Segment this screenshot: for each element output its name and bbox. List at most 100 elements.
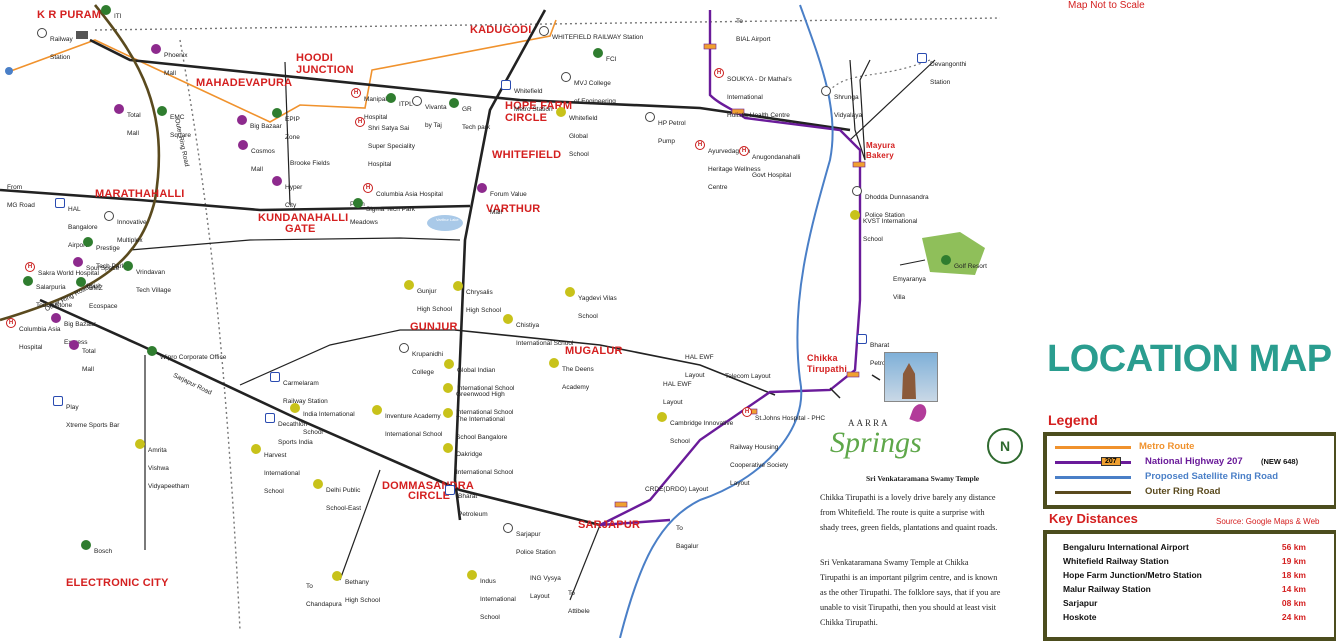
map-place: Decathlon Sports India: [265, 413, 313, 449]
map-place: From MG Road: [7, 176, 35, 212]
legend-title: Legend: [1048, 412, 1098, 428]
hospital-icon: H: [363, 183, 373, 193]
map-place: Big Bazaar: [237, 115, 282, 133]
school-icon: [251, 444, 261, 454]
landmark-icon: [272, 108, 282, 118]
place-label: Yagdevi Vilas School: [578, 295, 617, 320]
place-label: Whitefield Metro Station: [514, 88, 553, 113]
map-place: Total Mall: [114, 104, 141, 140]
place-label: To Chandapura: [306, 583, 342, 608]
map-place: Sigma Tech Park: [353, 198, 415, 216]
legend-swatch: [1055, 446, 1131, 449]
map-place: MVJ College of Engineering: [561, 72, 616, 108]
place-label: ITI: [114, 13, 122, 20]
place-label: Columbia Asia Hospital: [376, 191, 443, 198]
area-label: CIRCLE: [408, 490, 451, 502]
place-label: Shri Satya Sai Super Speciality Hospital: [368, 125, 415, 168]
place-label: EPIP Zone: [285, 116, 300, 141]
map-place: CRDE(DRDO) Layout: [645, 478, 708, 496]
map-place: Telecom Layout: [725, 365, 771, 383]
map-place: To Bagalur: [676, 517, 698, 553]
place-label: Railway Housing Cooperative Society Layo…: [730, 444, 789, 487]
key-distances-title: Key Distances: [1049, 511, 1138, 526]
landmark-icon: [941, 255, 951, 265]
mall-icon: [237, 115, 247, 125]
map-place: Soul Space Spirit: [73, 257, 119, 293]
map-place: Emyaranya Villa: [893, 268, 926, 304]
hospital-icon: H: [695, 140, 705, 150]
area-label: Chikka: [807, 353, 838, 363]
place-label: Wipro Corporate Office: [160, 354, 227, 361]
school-icon: [443, 383, 453, 393]
place-label: Play Xtreme Sports Bar: [66, 404, 120, 429]
map-place: Bharat Petroleum: [445, 485, 488, 521]
map-place: To BIAL Airport: [736, 10, 770, 46]
mall-icon: [477, 183, 487, 193]
map-place: Prestige Tech Park: [83, 237, 125, 273]
place-label: Cosmos Mall: [251, 148, 275, 173]
place-label: Greenwood High International School: [456, 391, 514, 416]
temple-title: Sri Venkataramana Swamy Temple: [866, 474, 980, 483]
hospital-icon: H: [6, 318, 16, 328]
landmark-icon: [157, 106, 167, 116]
key-distance-km: 08 km: [1281, 598, 1306, 608]
map-place: Total Mall: [69, 340, 96, 376]
key-distance-km: 14 km: [1281, 584, 1306, 594]
place-label: Emyaranya Villa: [893, 276, 926, 301]
transit-icon: [265, 413, 275, 423]
legend-swatch: [1055, 476, 1131, 479]
map-place: Gunjur High School: [404, 280, 452, 316]
area-label: Tirupathi: [807, 364, 848, 374]
place-label: Ayurvedagram Heritage Wellness Centre: [708, 148, 761, 191]
place-label: KVST International School: [863, 218, 918, 243]
map-place: Vivanta by Taj: [412, 96, 447, 132]
place-label: The Deens Academy: [562, 366, 594, 391]
temple-photo: [884, 352, 938, 402]
key-distance-place: Malur Railway Station: [1063, 584, 1151, 594]
map-place: HAL Bangalore Airport: [55, 198, 98, 252]
place-label: Sakra World Hospital: [38, 270, 99, 277]
area-label: HOODI: [296, 52, 334, 64]
compass-icon: N: [987, 428, 1023, 464]
map-place: Golf Resort: [941, 255, 987, 273]
hospital-icon: H: [739, 146, 749, 156]
mall-icon: [272, 176, 282, 186]
landmark-icon: [593, 48, 603, 58]
map-place: Bethany High School: [332, 571, 380, 607]
area-label: KUNDANAHALLI: [258, 212, 349, 224]
key-distance-km: 56 km: [1281, 542, 1306, 552]
landmark-icon: [123, 261, 133, 271]
map-place: Shrunga Vidyalaya: [821, 86, 862, 122]
aarra-springs-logo: Springs: [830, 426, 922, 459]
place-label: St.Johns Hospital - PHC: [755, 415, 826, 422]
map-place: Bosch: [81, 540, 112, 558]
place-label: Sarjapur Police Station: [516, 531, 556, 556]
place-label: HP Petrol Pump: [658, 120, 686, 145]
building-icon: [561, 72, 571, 82]
place-label: India International School: [303, 411, 355, 436]
area-label: JUNCTION: [296, 64, 354, 76]
mall-icon: [73, 257, 83, 267]
compass-north-label: N: [999, 438, 1011, 454]
map-place: Amrita Vishwa Vidyapeetham: [135, 439, 189, 493]
map-place: HP Petrol Pump: [645, 112, 686, 148]
aarra-logo-top: AARRA: [848, 418, 890, 428]
building-icon: [412, 96, 422, 106]
map-scale-note: Map Not to Scale: [1068, 0, 1145, 11]
map-place: ITPL: [386, 93, 413, 111]
legend-swatch: [1055, 461, 1131, 464]
transit-icon: [270, 372, 280, 382]
nh-badge-icon: 207: [1101, 457, 1121, 466]
place-label: Forum Value Mall: [490, 191, 527, 216]
place-label: Brooke Fields: [290, 160, 330, 167]
place-label: Chistiya International School: [516, 322, 574, 347]
map-place: BMZ Ecospace: [76, 277, 118, 313]
place-label: Indus International School: [480, 578, 516, 621]
